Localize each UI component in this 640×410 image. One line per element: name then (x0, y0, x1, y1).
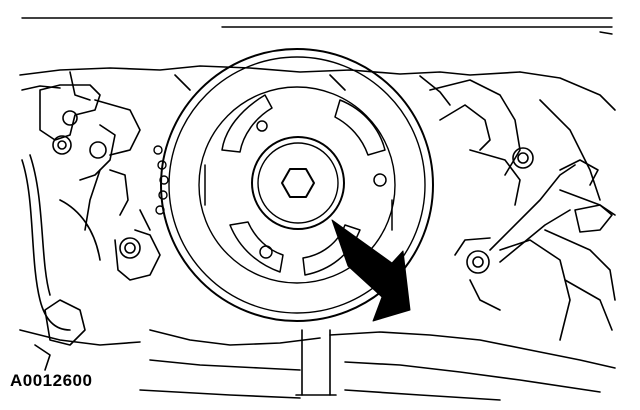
timing-holes (153, 145, 169, 215)
bolt-head-hexagon (281, 168, 315, 198)
top-border-lines (21, 17, 613, 35)
engine-background (19, 65, 616, 401)
lower-shaft (295, 329, 337, 396)
crankshaft-pulley (153, 48, 434, 322)
left-bracket-assembly (21, 84, 161, 371)
right-bracket-assembly (454, 147, 613, 311)
pointer-arrow (331, 219, 411, 322)
figure-id-label: A0012600 (8, 371, 95, 391)
